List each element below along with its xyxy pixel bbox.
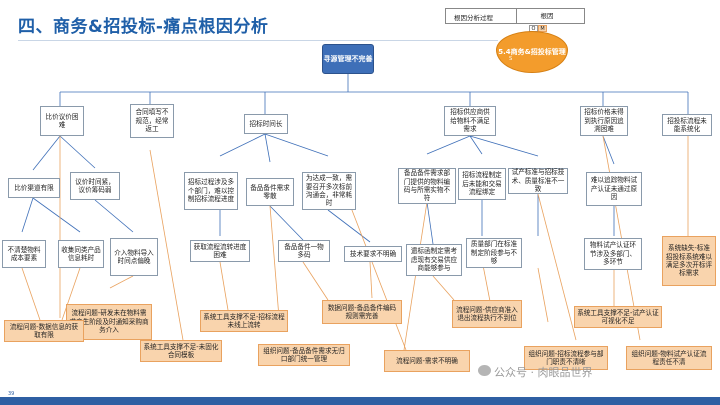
legend: 根因分析过程 根因: [445, 8, 585, 24]
level2-box: 难以追踪物料试产认证未通过原因: [586, 172, 642, 206]
page-title: 四、商务&招投标-痛点根因分析: [18, 17, 269, 37]
level1-box: 招投标流程未能系统化: [662, 114, 712, 136]
root-cause-box: 组织问题-招标流程参与部门职责不清晰: [524, 346, 608, 370]
title-underline: [18, 40, 498, 41]
level2-box: 试产标准与招标技术、质量标准不一致: [508, 168, 568, 194]
level2-box: 为达成一致，需要召开多次标前沟通会，非常耗时: [302, 172, 356, 210]
wechat-icon: [478, 365, 491, 376]
root-cause-box: 系统工具支撑不足-招标流程未线上流转: [200, 310, 288, 332]
legend-root-label: 根因: [516, 9, 577, 23]
process-badge-sub: S: [509, 56, 513, 62]
footer-bar: [0, 397, 720, 405]
level3-box: 不清楚物料成本要素: [2, 240, 46, 268]
root-cause-box: 数据问题-备品备件编码规则需完善: [322, 300, 402, 324]
level1-box: 招标价格未得到执行原因追溯困难: [580, 106, 628, 136]
level1-box: 合同填写不规范，经常返工: [130, 104, 174, 138]
level1-box: 招标供应商供给物料不满足需求: [444, 106, 496, 136]
watermark: 公众号 · 肉眼品世界: [494, 366, 593, 379]
level2-box: 招标流程制定后未能和交易流程绑定: [458, 168, 506, 200]
level3-box: 获取流程流转进度困难: [190, 240, 250, 262]
level3-box: 遗标函制定需考虑现有交易供应商能够参与: [406, 244, 462, 276]
root-cause-box: 系统缺失-标准招投标系统难以满足多次开标评标需求: [662, 236, 716, 286]
level2-box: 备品备件需求零散: [246, 178, 294, 206]
process-badge: 5.4商务&招投标管理: [496, 31, 568, 73]
level3-box: 技术要求不明确: [344, 246, 402, 262]
root-problem-box: 寻源管理不完善: [322, 44, 374, 74]
level2-box: 比价渠道有限: [8, 178, 60, 198]
root-cause-box: 系统工具支撑不足-未固化合同模板: [140, 340, 222, 362]
level2-box: 备品备件需求部门提供的物料编码与所需实物不符: [398, 168, 456, 204]
root-cause-box: 流程问题-数据信息的获取有限: [4, 320, 84, 342]
root-cause-box: 流程问题-供应商准入退出流程执行不到位: [452, 300, 522, 328]
level3-box: 质量部门在标准制定阶段参与不够: [466, 238, 522, 268]
level3-box: 收集同类产品信息耗时: [58, 240, 104, 268]
level2-box: 议价时间紧，议价筹码弱: [70, 172, 120, 200]
level1-box: 招标时间长: [244, 114, 288, 134]
legend-process-label: 根因分析过程: [454, 14, 493, 22]
level2-box: 招标过程涉及多个部门，难以控制招标流程进度: [184, 172, 238, 210]
root-cause-box: 系统工具支撑不足-试产认证可视化不足: [574, 306, 662, 328]
root-cause-box: 流程问题-需求不明确: [384, 350, 470, 372]
page-number: 39: [8, 391, 15, 397]
root-cause-box: 组织问题-物料试产认证流程责任不清: [626, 346, 712, 370]
level3-box: 备品备件一物多码: [278, 240, 330, 262]
level1-box: 比价议价困难: [40, 106, 84, 136]
level3-box: 介入物料导入时间点偏晚: [110, 238, 158, 276]
root-cause-box: 组织问题-备品备件需求无归口部门统一管理: [258, 344, 350, 366]
level3-box: 物料试产认证环节涉及多部门、多环节: [584, 238, 642, 270]
